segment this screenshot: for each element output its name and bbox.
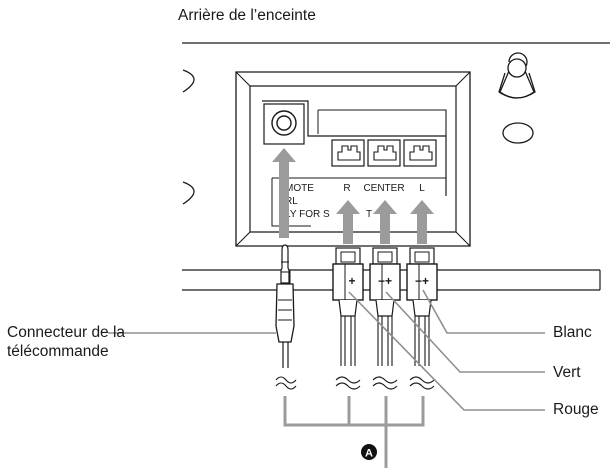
channel-label-center: CENTER [363, 183, 404, 194]
badge-a-icon [361, 444, 377, 460]
bevel-corner-tl [235, 71, 251, 87]
callout-remote-line2: télécommande [7, 343, 109, 360]
arrow-center [373, 200, 397, 244]
speaker-connector-center [369, 247, 401, 390]
arrow-remote [272, 148, 296, 238]
callout-rouge: Rouge [553, 401, 599, 418]
bevel-corner-br [455, 231, 471, 247]
connector-r-polarity: + [348, 274, 355, 288]
leader-rouge [348, 291, 545, 411]
arrow-l [410, 200, 434, 244]
jack-label-fragment-2: RL [285, 196, 298, 207]
keyhole-top [507, 58, 527, 78]
arrow-r [336, 200, 360, 244]
bracket-group-a [283, 396, 425, 427]
jack-block-outline [262, 100, 447, 196]
channel-label-r: R [343, 183, 350, 194]
connector-center-polarity: −+ [378, 274, 392, 288]
leader-vert [385, 291, 545, 373]
speaker-socket-l [403, 139, 437, 167]
callout-remote-line1: Connecteur de la [7, 324, 126, 341]
jack-block-top [318, 109, 447, 136]
bevel-corner-bl [235, 231, 251, 247]
speaker-connector-l [406, 247, 438, 390]
callout-blanc: Blanc [553, 324, 592, 341]
remote-plug [275, 244, 297, 390]
jack-label-fragment-3: LY FOR S [285, 209, 330, 220]
bevel-corner-tr [455, 71, 471, 87]
leader-blanc [422, 289, 545, 334]
keyhole-body [498, 72, 536, 99]
jack-label-fragment-4: T [366, 209, 372, 220]
speaker-socket-r [331, 139, 365, 167]
left-hole-top [182, 69, 195, 93]
right-oval-hole [502, 122, 534, 144]
jack-label-fragment-1: MOTE [285, 183, 314, 194]
speaker-connector-r [332, 247, 364, 390]
channel-label-l: L [419, 183, 425, 194]
badge-a-label: A [365, 448, 373, 460]
connector-l-polarity: −+ [415, 274, 429, 288]
speaker-socket-center [367, 139, 401, 167]
diagram-title: Arrière de l’enceinte [178, 7, 316, 24]
remote-jack-socket-inner [276, 115, 292, 131]
left-hole-bottom [182, 181, 195, 205]
label-strip-left [271, 178, 311, 227]
callout-vert: Vert [553, 364, 581, 381]
